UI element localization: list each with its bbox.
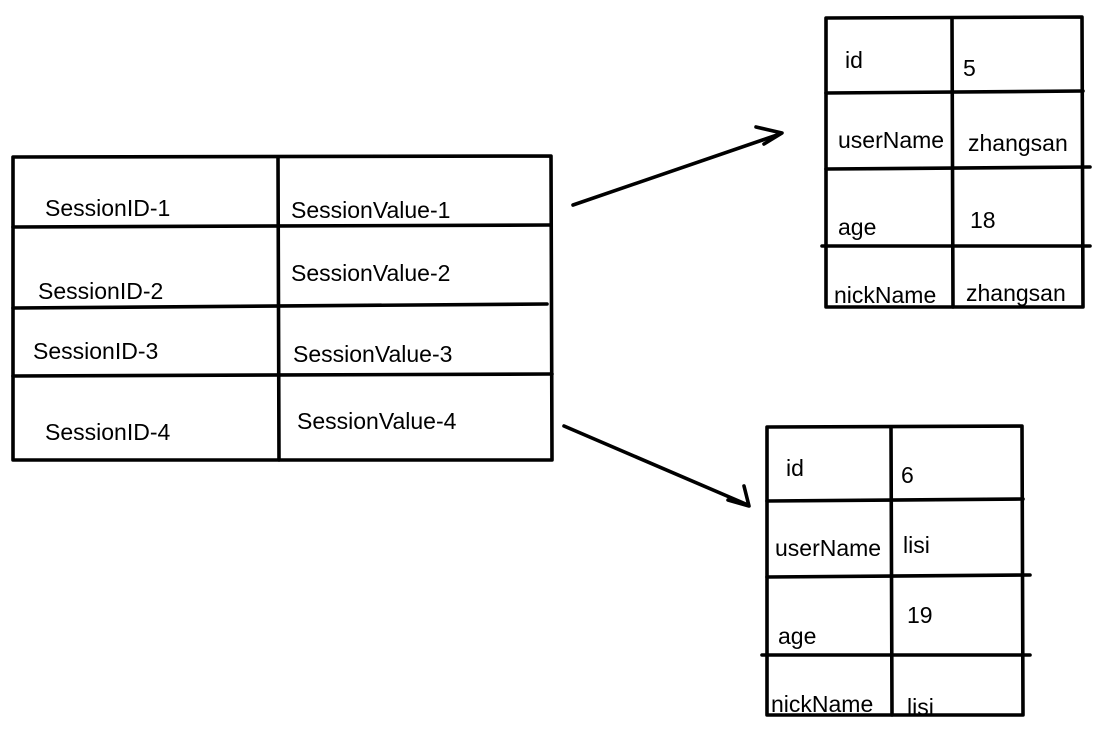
user-table-text: id 5 userName zhangsan age 18 nickName z… [834, 47, 1068, 308]
row-divider [11, 223, 552, 229]
field-value-cell: 19 [907, 602, 933, 628]
column-divider [950, 16, 955, 309]
arrow-shaft [571, 132, 782, 207]
arrow-to-user-table-1 [571, 125, 784, 207]
user-table-grid [820, 15, 1092, 309]
arrow-to-user-table-2 [562, 424, 751, 508]
field-value-cell: lisi [903, 532, 930, 558]
bottom-clip-mask [760, 717, 1040, 744]
session-table-grid [11, 154, 554, 462]
session-value-cell: SessionValue-1 [291, 197, 450, 223]
row-divider [824, 165, 1092, 171]
row-divider [11, 302, 549, 310]
row-divider [765, 573, 1032, 579]
field-value-cell: zhangsan [966, 280, 1066, 306]
session-id-cell: SessionID-3 [33, 338, 158, 364]
user-table-text: id 6 userName lisi age 19 nickName lisi [771, 455, 934, 720]
field-value-cell: 18 [970, 207, 996, 233]
table-border [11, 154, 554, 462]
field-value-cell: zhangsan [968, 130, 1068, 156]
session-table: SessionID-1 SessionValue-1 SessionID-2 S… [11, 154, 554, 462]
session-id-cell: SessionID-2 [38, 278, 163, 304]
arrow-head [754, 125, 784, 146]
field-name-cell: age [778, 623, 816, 649]
row-divider [824, 89, 1085, 95]
field-value-cell: 5 [963, 55, 976, 81]
user-table: id 5 userName zhangsan age 18 nickName z… [820, 15, 1092, 309]
column-divider [889, 425, 894, 717]
session-table-text: SessionID-1 SessionValue-1 SessionID-2 S… [33, 195, 457, 445]
field-name-cell: id [845, 47, 863, 73]
arrow-shaft [562, 424, 750, 507]
session-id-cell: SessionID-4 [45, 419, 170, 445]
field-value-cell: 6 [901, 462, 914, 488]
row-divider [11, 372, 554, 378]
table-border [765, 424, 1025, 717]
column-divider [276, 155, 281, 462]
field-name-cell: age [838, 214, 876, 240]
field-name-cell: nickName [834, 282, 936, 308]
session-value-cell: SessionValue-2 [291, 260, 450, 286]
field-name-cell: nickName [771, 691, 873, 717]
user-table: id 6 userName lisi age 19 nickName lisi [760, 424, 1032, 720]
user-table-grid [760, 424, 1032, 717]
session-value-cell: SessionValue-3 [293, 341, 452, 367]
field-name-cell: userName [838, 127, 944, 153]
arrow-head [726, 484, 751, 508]
session-id-cell: SessionID-1 [45, 195, 170, 221]
row-divider [765, 497, 1025, 503]
field-name-cell: id [786, 455, 804, 481]
session-value-cell: SessionValue-4 [297, 408, 457, 434]
field-name-cell: userName [775, 535, 881, 561]
table-border [824, 15, 1085, 309]
